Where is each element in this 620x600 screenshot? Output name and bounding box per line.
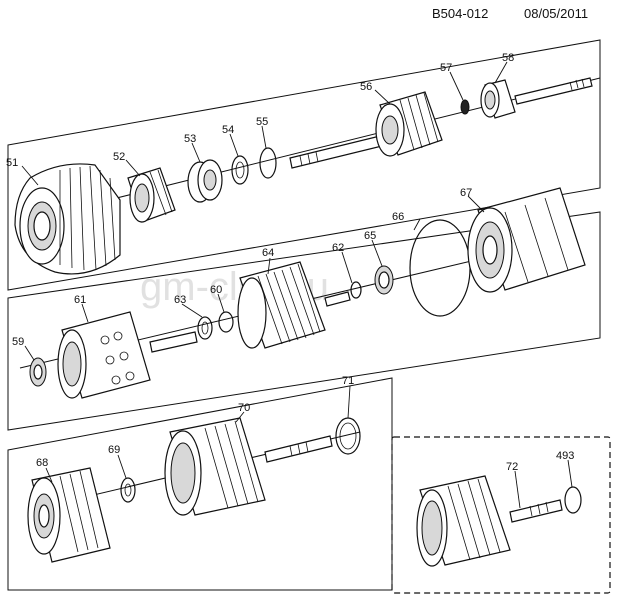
part-62-washer [350,281,362,299]
leaders [21,61,573,509]
part-64-clutch-drum [237,261,326,349]
part-493-ring [564,486,582,514]
part-57-snap-ring [460,99,470,115]
part-63-washer [197,316,213,340]
callout-493: 493 [556,450,574,462]
part-71-ring [335,417,361,455]
callout-51: 51 [6,157,18,169]
callout-61: 61 [74,294,86,306]
part-67-housing [467,187,586,293]
callout-56: 56 [360,81,372,93]
part-55-ring [259,147,277,179]
part-54-washer [231,155,249,185]
callout-72: 72 [506,461,518,473]
part-68-carrier [27,467,111,563]
callout-70: 70 [238,402,250,414]
part-59-washer [29,357,47,387]
part-51-drum-housing [14,163,121,275]
callout-58: 58 [502,52,514,64]
part-70-clutch-drum [164,417,266,516]
callout-64: 64 [262,247,274,259]
drawing-date: 08/05/2011 [524,6,588,21]
callout-71: 71 [342,375,354,387]
section-frame-middle [7,211,601,431]
callout-57: 57 [440,62,452,74]
callout-65: 65 [364,230,376,242]
part-52-carrier [127,167,176,223]
part-61-perforated-drum [57,311,151,399]
callout-69: 69 [108,444,120,456]
callout-66: 66 [392,211,404,223]
inset-frame [391,436,611,594]
callout-68: 68 [36,457,48,469]
callout-60: 60 [210,284,222,296]
part-53-gear [187,159,223,203]
part-61-shaft [149,331,198,353]
drawing-id: B504-012 [432,6,488,21]
part-72-drum [416,475,511,567]
part-64-shaft [324,291,351,307]
callout-67: 67 [460,187,472,199]
part-58-gear [480,79,516,119]
part-65-bearing [374,265,394,295]
section-frame-top [7,39,601,291]
callout-54: 54 [222,124,234,136]
callout-53: 53 [184,133,196,145]
part-60-ring [218,311,234,333]
part-56-clutch-hub [375,91,443,157]
callout-63: 63 [174,294,186,306]
section-frame-bottom [7,377,393,591]
callout-62: 62 [332,242,344,254]
callout-52: 52 [113,151,125,163]
part-58-output-shaft [514,77,593,105]
part-70-shaft [264,435,333,463]
part-69-washer [120,477,136,503]
callout-55: 55 [256,116,268,128]
callout-59: 59 [12,336,24,348]
part-72-shaft [509,499,563,523]
